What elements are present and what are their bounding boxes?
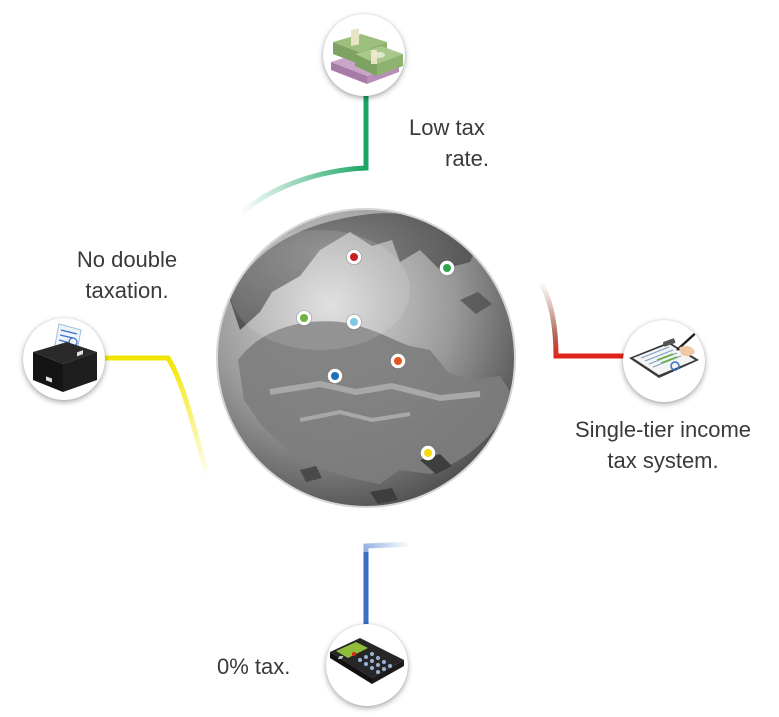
connector-green	[238, 96, 369, 216]
marker-lime	[296, 310, 312, 326]
label-no-double-taxation: No double taxation.	[58, 244, 196, 306]
briefcase-icon	[33, 323, 97, 392]
singapore-globe-icon	[216, 208, 516, 508]
icon-circle-low-tax-rate	[323, 14, 405, 96]
label-line: Low tax	[409, 115, 485, 140]
label-single-tier: Single-tier income tax system.	[561, 414, 765, 476]
marker-green	[439, 260, 455, 276]
label-line: No double	[76, 247, 178, 272]
connector-yellow	[104, 355, 211, 479]
clipboard-document-icon	[629, 329, 700, 378]
icon-circle-single-tier	[623, 320, 705, 402]
label-line: rate.	[445, 146, 490, 171]
connector-blue	[363, 541, 411, 626]
marker-red	[346, 249, 362, 265]
marker-yellow	[420, 445, 436, 461]
icon-circle-zero-tax	[326, 624, 408, 706]
marker-blue	[327, 368, 343, 384]
label-low-tax-rate: Low tax rate.	[409, 112, 489, 174]
label-line: taxation.	[85, 278, 169, 303]
money-stack-icon	[331, 28, 403, 84]
marker-orange	[390, 353, 406, 369]
label-line: 0% tax.	[217, 654, 291, 679]
label-line: Single-tier income	[574, 417, 752, 442]
label-zero-tax: 0% tax.	[217, 651, 290, 682]
calculator-icon	[330, 638, 404, 684]
connector-red	[537, 280, 628, 359]
marker-lightblue	[346, 314, 362, 330]
icon-circle-no-double-taxation	[23, 318, 105, 400]
label-line: tax system.	[607, 448, 719, 473]
